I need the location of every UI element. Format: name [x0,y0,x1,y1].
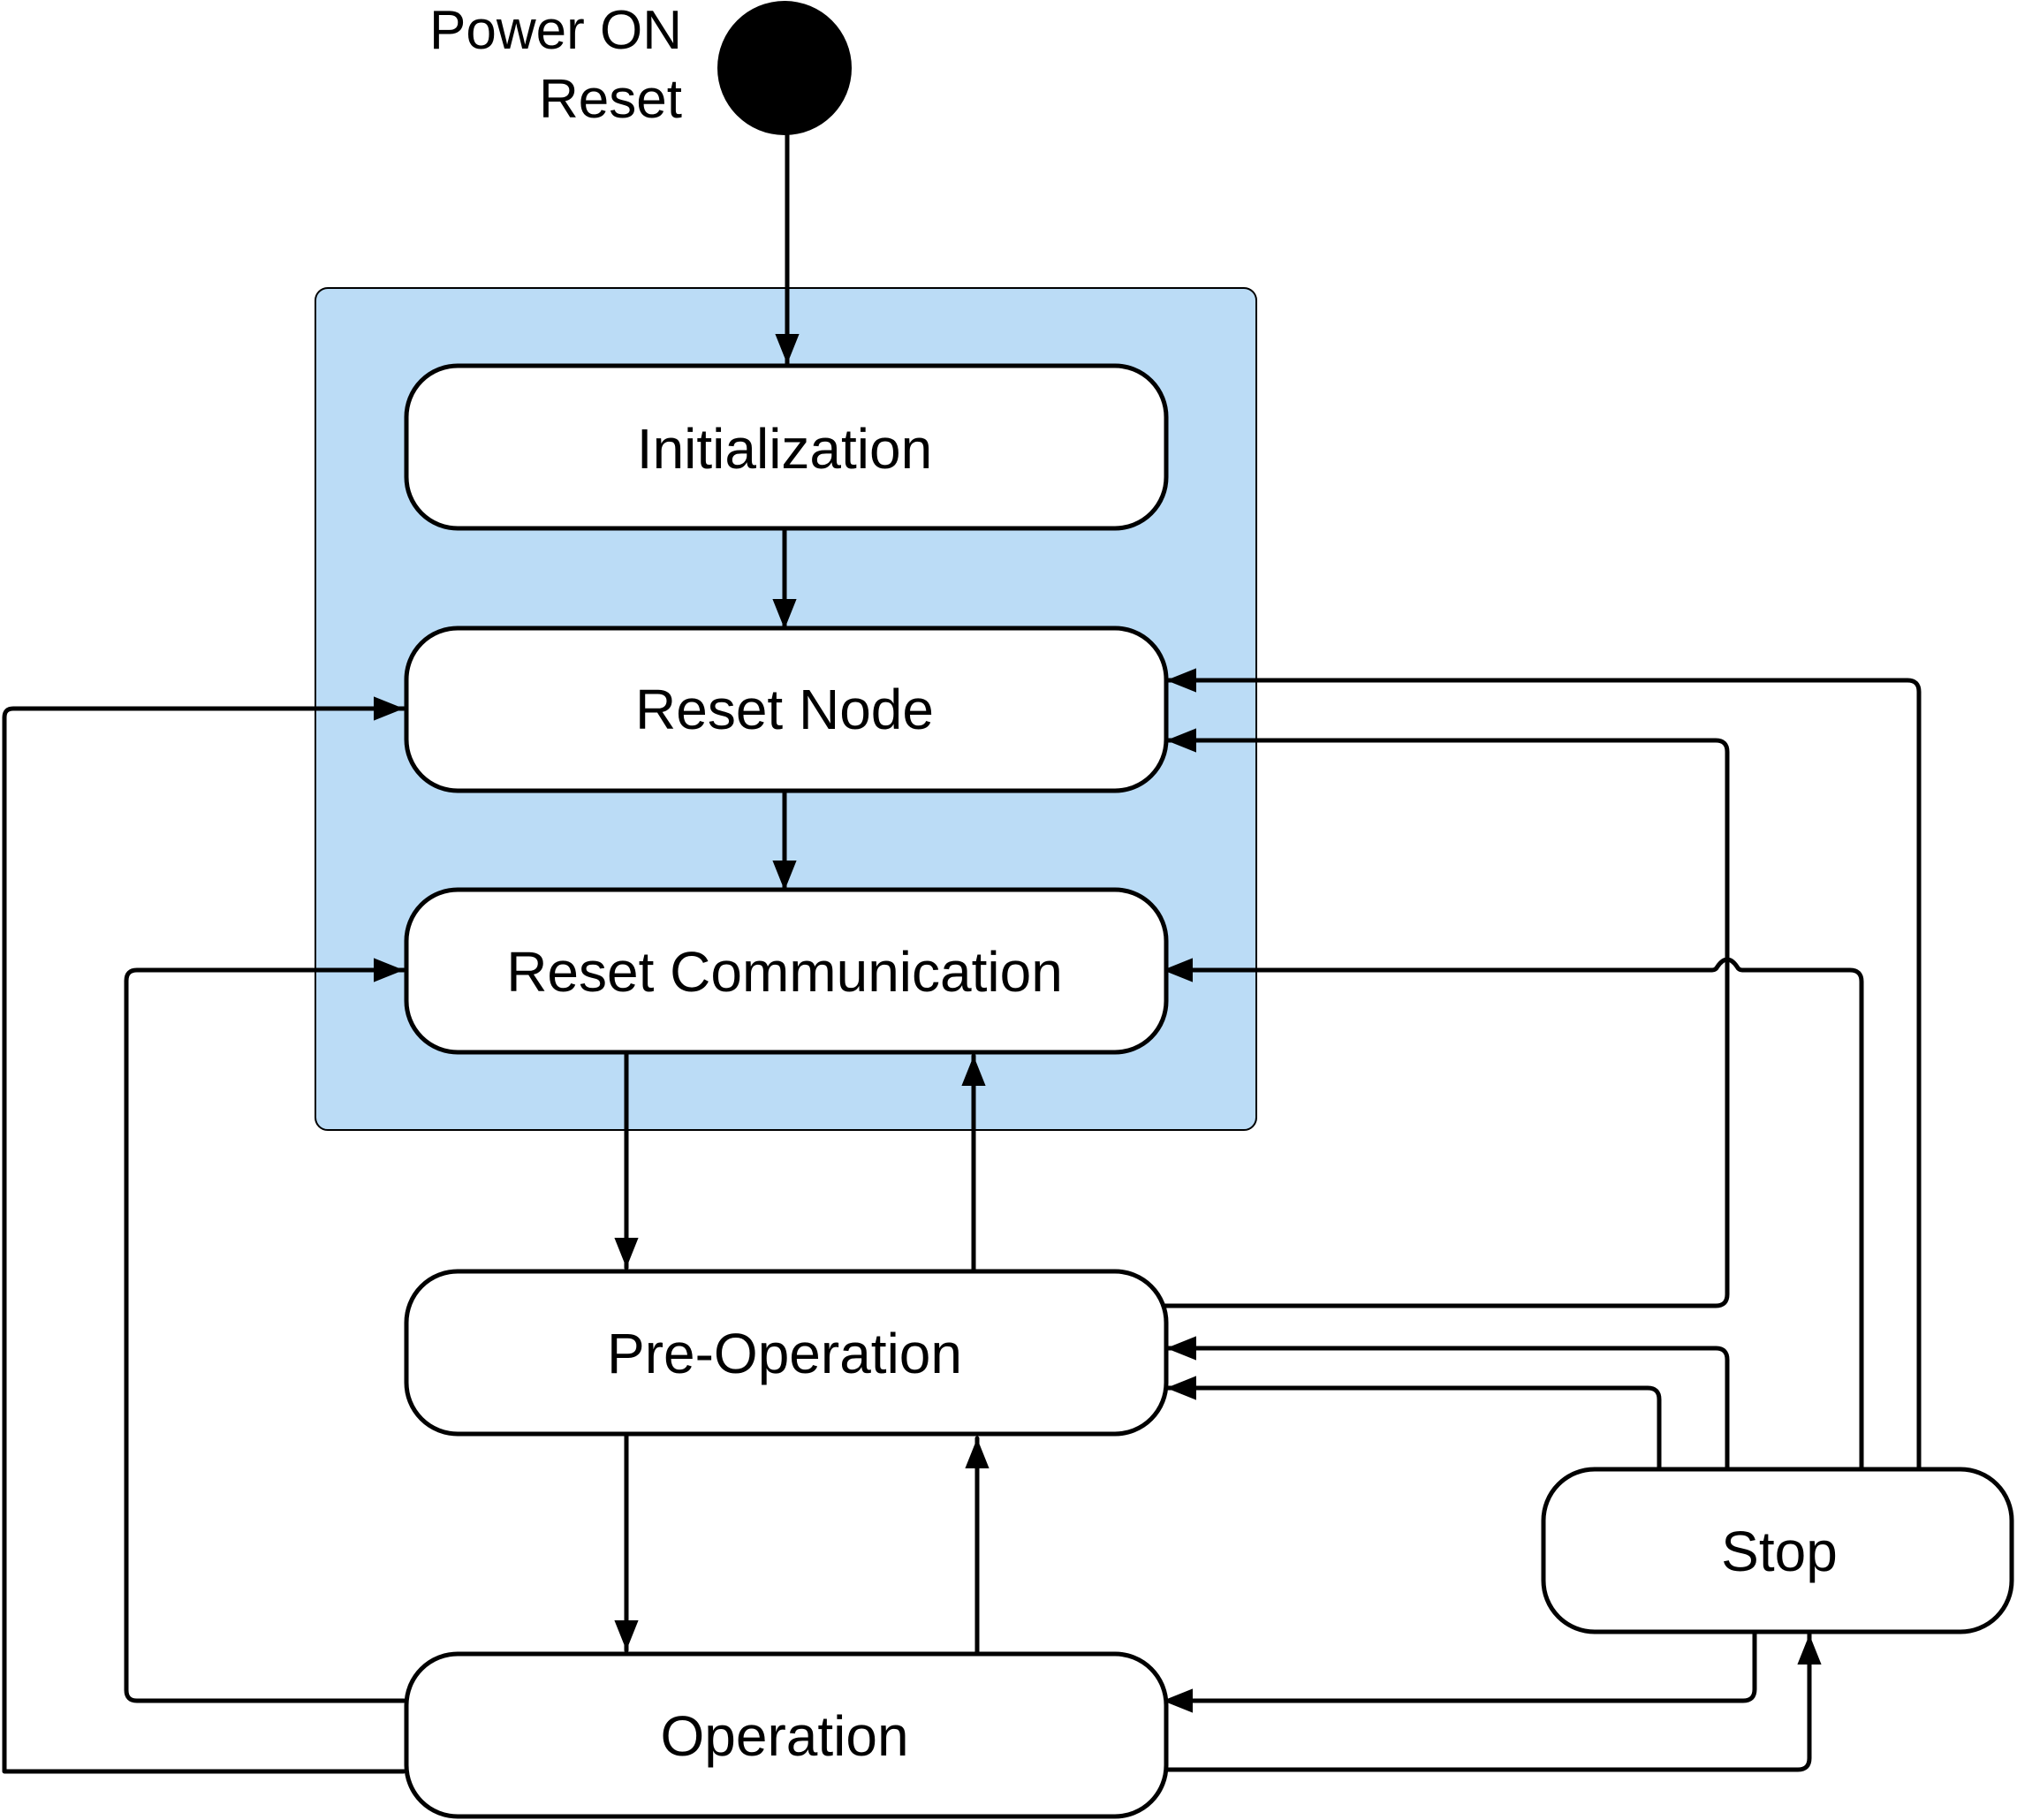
state-pre-operation-label: Pre-Operation [607,1322,962,1385]
transition-stop-to-operation [1160,1630,1757,1713]
state-stop-label: Stop [1721,1520,1838,1583]
state-reset-communication: Reset Communication [404,887,1169,1055]
state-operation: Operation [404,1651,1169,1819]
transition-stop-to-pre-operation-lower [1164,1376,1662,1471]
state-pre-operation: Pre-Operation [404,1269,1169,1437]
transition-stop-to-reset-node [1164,668,1922,1471]
start-label-line1: Power ON [429,0,682,61]
transition-operation-to-stop [1162,1632,1822,1772]
transitions [2,133,1922,1774]
state-initialization-label: Initialization [637,417,932,481]
state-operation-label: Operation [660,1704,908,1768]
transition-stop-to-pre-operation-upper [1164,1336,1730,1471]
state-reset-communication-label: Reset Communication [506,940,1063,1004]
state-stop: Stop [1541,1467,2014,1634]
state-reset-node: Reset Node [404,626,1169,793]
transition-operation-to-reset-communication [124,958,406,1703]
state-reset-node-label: Reset Node [635,678,934,741]
state-initialization: Initialization [404,363,1169,531]
transition-pre-operation-to-reset-node [1159,728,1730,1308]
start-label-line2: Reset [539,69,682,130]
transition-operation-to-reset-node [2,696,406,1774]
transition-stop-to-reset-communication [1160,957,1864,1471]
start-node [717,1,852,135]
